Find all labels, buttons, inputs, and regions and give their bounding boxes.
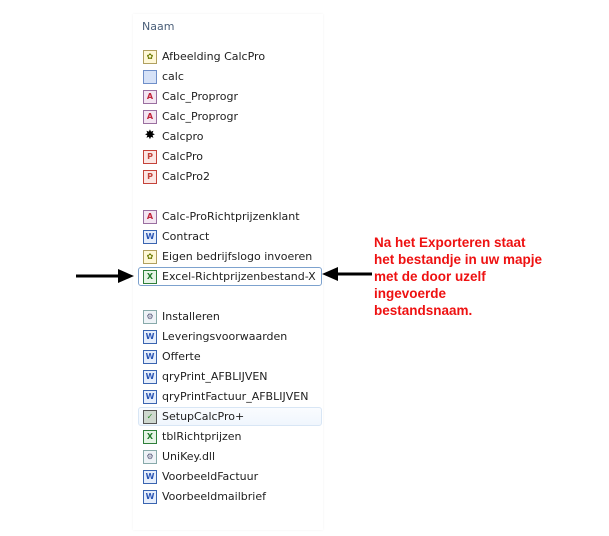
file-list-item[interactable]: W Contract <box>138 227 322 246</box>
access-file-icon: A <box>143 209 157 224</box>
column-header-name[interactable]: Naam <box>142 20 175 33</box>
file-name: Excel-Richtprijzenbestand-X <box>162 270 316 283</box>
file-list-item[interactable]: calc <box>138 67 322 86</box>
file-name: Calcpro <box>162 130 204 143</box>
dll-file-icon: ⚙ <box>143 449 157 464</box>
file-name: CalcPro <box>162 150 203 163</box>
annotation-line: met de door uzelf <box>374 269 486 284</box>
file-name: Calc-ProRichtprijzenklant <box>162 210 300 223</box>
file-name: UniKey.dll <box>162 450 216 463</box>
file-list-item[interactable]: ⚙ Installeren <box>138 307 322 326</box>
file-list-item[interactable]: W Offerte <box>138 347 322 366</box>
file-list-item[interactable]: A Calc_Proprogr <box>138 87 322 106</box>
file-name: CalcPro2 <box>162 170 210 183</box>
word-file-icon: W <box>143 349 157 364</box>
file-list-item[interactable]: W Voorbeeldmailbrief <box>138 487 322 506</box>
annotation-line: bestandsnaam. <box>374 303 473 318</box>
access-file-icon: A <box>143 89 157 104</box>
file-name: Contract <box>162 230 210 243</box>
file-name: qryPrint_AFBLIJVEN <box>162 370 268 383</box>
file-list-item[interactable]: X Excel-Richtprijzenbestand-X <box>138 267 322 286</box>
file-list-item[interactable]: ✿ Afbeelding CalcPro <box>138 47 322 66</box>
annotation-text: Na het Exporteren staat het bestandje in… <box>374 234 542 319</box>
calculator-file-icon <box>143 69 157 84</box>
file-name: tblRichtprijzen <box>162 430 242 443</box>
file-name: SetupCalcPro+ <box>162 410 245 423</box>
image-file-icon: ✿ <box>143 249 157 264</box>
excel-file-icon: X <box>143 269 157 284</box>
settings-file-icon: ⚙ <box>143 309 157 324</box>
file-name: Voorbeeldmailbrief <box>162 490 266 503</box>
file-list-item[interactable]: A Calc-ProRichtprijzenklant <box>138 207 322 226</box>
annotation-line: ingevoerde <box>374 286 447 301</box>
file-name: VoorbeeldFactuur <box>162 470 259 483</box>
word-file-icon: W <box>143 469 157 484</box>
file-list-item[interactable]: ✿ Eigen bedrijfslogo invoeren <box>138 247 322 266</box>
annotation-line: het bestandje in uw mapje <box>374 252 543 267</box>
powerpoint-file-icon: P <box>143 169 157 184</box>
powerpoint-file-icon: P <box>143 149 157 164</box>
file-list-item[interactable]: A Calc_Proprogr <box>138 107 322 126</box>
file-name: Calc_Proprogr <box>162 90 238 103</box>
file-list-item[interactable]: ✓ SetupCalcPro+ <box>138 407 322 426</box>
word-file-icon: W <box>143 489 157 504</box>
word-file-icon: W <box>143 329 157 344</box>
file-list-item[interactable]: W VoorbeeldFactuur <box>138 467 322 486</box>
file-name: Installeren <box>162 310 220 323</box>
file-list-item[interactable]: P CalcPro2 <box>138 167 322 186</box>
file-name: Leveringsvoorwaarden <box>162 330 288 343</box>
word-file-icon: W <box>143 229 157 244</box>
word-file-icon: W <box>143 389 157 404</box>
file-name: Afbeelding CalcPro <box>162 50 266 63</box>
word-file-icon: W <box>143 369 157 384</box>
application-icon: ✸ <box>144 127 156 143</box>
annotation-line: Na het Exporteren staat <box>374 235 526 250</box>
file-name: qryPrintFactuur_AFBLIJVEN <box>162 390 309 403</box>
file-name: Offerte <box>162 350 201 363</box>
file-list-item[interactable]: P CalcPro <box>138 147 322 166</box>
excel-file-icon: X <box>143 429 157 444</box>
file-list-item[interactable]: ✸ Calcpro <box>138 127 322 146</box>
file-list-item[interactable]: ⚙ UniKey.dll <box>138 447 322 466</box>
file-name: Calc_Proprogr <box>162 110 238 123</box>
file-name: Eigen bedrijfslogo invoeren <box>162 250 313 263</box>
file-list-item[interactable]: W Leveringsvoorwaarden <box>138 327 322 346</box>
access-file-icon: A <box>143 109 157 124</box>
right-arrow-annotation <box>322 267 372 281</box>
image-file-icon: ✿ <box>143 49 157 64</box>
setup-file-icon: ✓ <box>143 409 157 424</box>
file-name: calc <box>162 70 184 83</box>
left-arrow-annotation <box>76 269 134 283</box>
